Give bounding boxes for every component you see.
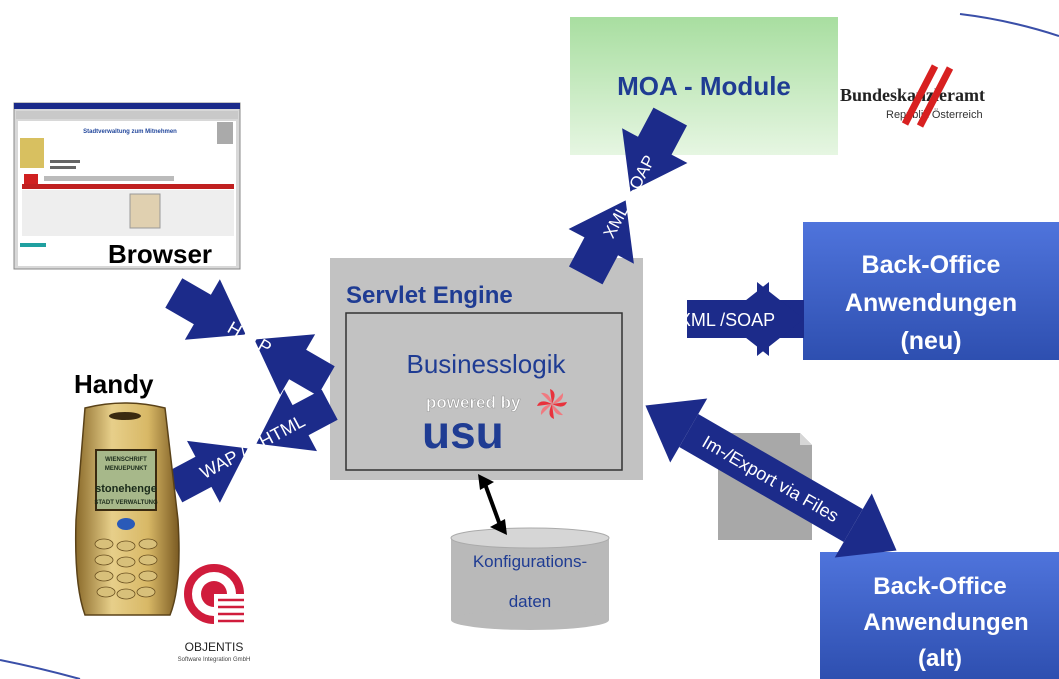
businesslogik-box	[345, 312, 623, 471]
arrow-xml-soap-backoffice: XML /SOAP	[679, 282, 804, 356]
mobile-phone-image: WIENSCHRIFT MENUEPUNKT stonehenge STADT …	[74, 402, 180, 616]
backoffice-old-box: Back-Office Anwendungen (alt)	[820, 552, 1059, 679]
arrow-wap-xhtml: WAP / XHTML	[166, 389, 338, 503]
powered-by-label: powered by	[426, 393, 521, 412]
backoffice-new-line3: (neu)	[900, 327, 961, 355]
config-db-line1: Konfigurations-	[473, 552, 587, 571]
servlet-engine-title: Servlet Engine	[346, 282, 513, 309]
decorative-swoosh-bottom	[0, 659, 81, 679]
bka-line1: Bundeskanzleramt	[840, 85, 985, 105]
phone-screen-line1: WIENSCHRIFT	[105, 457, 147, 463]
backoffice-old-line3: (alt)	[918, 645, 962, 672]
decorative-swoosh-top	[959, 13, 1059, 37]
moa-title: MOA - Module	[617, 71, 791, 101]
usu-pinwheel-icon	[537, 389, 567, 419]
bundeskanzleramt-logo: Bundeskanzleramt Republik Österreich	[838, 64, 1028, 132]
backoffice-new-box: Back-Office Anwendungen (neu)	[803, 222, 1059, 360]
objentis-logo: OBJENTIS Software Integration GmbH	[178, 564, 251, 663]
moa-module-box: MOA - Module	[570, 17, 838, 155]
backoffice-new-line2: Anwendungen	[845, 289, 1017, 317]
config-db-line2: daten	[509, 592, 552, 611]
objentis-name: OBJENTIS	[185, 640, 244, 654]
bka-line2: Republik Österreich	[886, 109, 983, 121]
backoffice-old-line1: Back-Office	[873, 573, 1006, 600]
phone-screen-line4: STADT VERWALTUNG	[94, 500, 158, 506]
businesslogik-title: Businesslogik	[407, 349, 567, 379]
usu-logo-text: usu	[422, 406, 504, 458]
servlet-engine-box: Servlet Engine Businesslogik powered by …	[330, 258, 643, 480]
phone-screen-line3: stonehenge	[95, 483, 157, 495]
config-database-cylinder: Konfigurations- daten	[450, 527, 610, 630]
browser-label: Browser	[108, 239, 212, 269]
backoffice-new-line1: Back-Office	[862, 251, 1001, 279]
phone-screen-line2: MENUEPUNKT	[105, 466, 148, 472]
browser-screen-title: Stadtverwaltung zum Mitnehmen	[83, 129, 177, 135]
arrow-http: HTTP	[165, 278, 335, 396]
handy-label: Handy	[74, 369, 154, 399]
backoffice-old-line2: Anwendungen	[863, 609, 1028, 636]
db-connection-arrow	[478, 474, 507, 535]
arrow-import-export: Im-/Export via Files	[645, 398, 897, 558]
arrow-http-label: HTTP	[224, 317, 275, 358]
browser-window-thumbnail: Stadtverwaltung zum Mitnehmen	[13, 102, 241, 270]
objentis-tagline: Software Integration GmbH	[178, 657, 251, 663]
arrow-xml-backoffice-label: XML /SOAP	[679, 310, 775, 330]
